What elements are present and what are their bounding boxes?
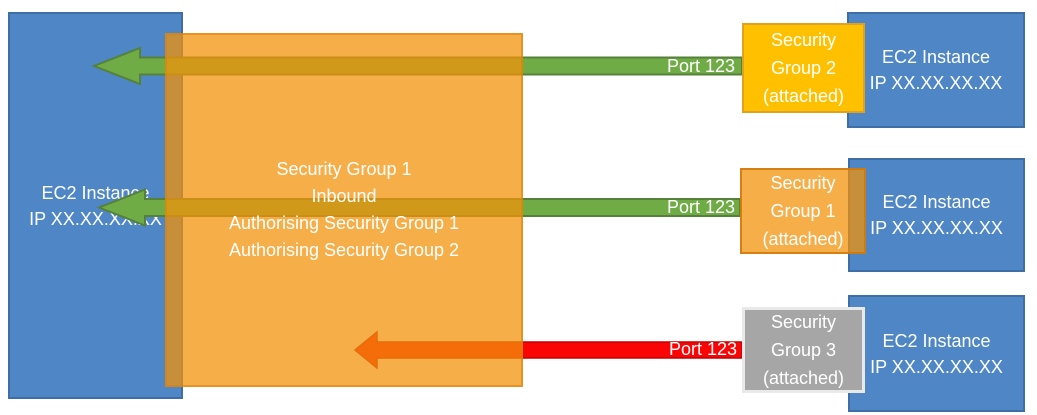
sg-box-line: Group 1 (770, 201, 836, 221)
sg-box-line: Group 2 (770, 58, 837, 78)
inbound-rules-line: Authorising Security Group 2 (228, 240, 460, 260)
ec2-instance-label: EC2 Instance (881, 47, 991, 67)
sg-box-line: Group 3 (770, 340, 837, 360)
port-label-middle: Port 123 (666, 197, 735, 217)
ec2-instance-source-1: EC2 Instance IP XX.XX.XX.XX (847, 12, 1025, 128)
ec2-instance-label: EC2 Instance (882, 330, 991, 351)
sg-box-line: (attached) (762, 229, 844, 249)
security-group-1-inbound-rules-box: Security Group 1 Inbound Authorising Sec… (165, 33, 523, 387)
inbound-rules-line: Inbound (311, 186, 377, 206)
ec2-instance-source-3: EC2 Instance IP XX.XX.XX.XX (848, 295, 1025, 412)
port-label-top: Port 123 (666, 56, 735, 76)
security-group-1-attached-box: Security Group 1 (attached) (740, 168, 866, 254)
ec2-instance-label: EC2 Instance (882, 192, 991, 212)
security-group-3-attached-box: Security Group 3 (attached) (742, 307, 865, 393)
sg-box-line: (attached) (762, 368, 845, 388)
security-group-2-attached-box: Security Group 2 (attached) (742, 23, 865, 113)
ec2-instance-source-2: EC2 Instance IP XX.XX.XX.XX (848, 158, 1025, 272)
ec2-instance-ip: IP XX.XX.XX.XX (869, 73, 1003, 93)
sg-box-line: Security (770, 30, 837, 50)
inbound-rules-line: Security Group 1 (276, 159, 412, 179)
sg-box-line: Security (770, 173, 836, 193)
ec2-instance-ip: IP XX.XX.XX.XX (870, 356, 1003, 377)
sg-box-line: Security (770, 312, 837, 332)
inbound-rules-line: Authorising Security Group 1 (228, 213, 460, 233)
sg-box-line: (attached) (762, 86, 845, 106)
port-label-bottom: Port 123 (668, 339, 737, 359)
ec2-instance-ip: IP XX.XX.XX.XX (870, 218, 1003, 238)
